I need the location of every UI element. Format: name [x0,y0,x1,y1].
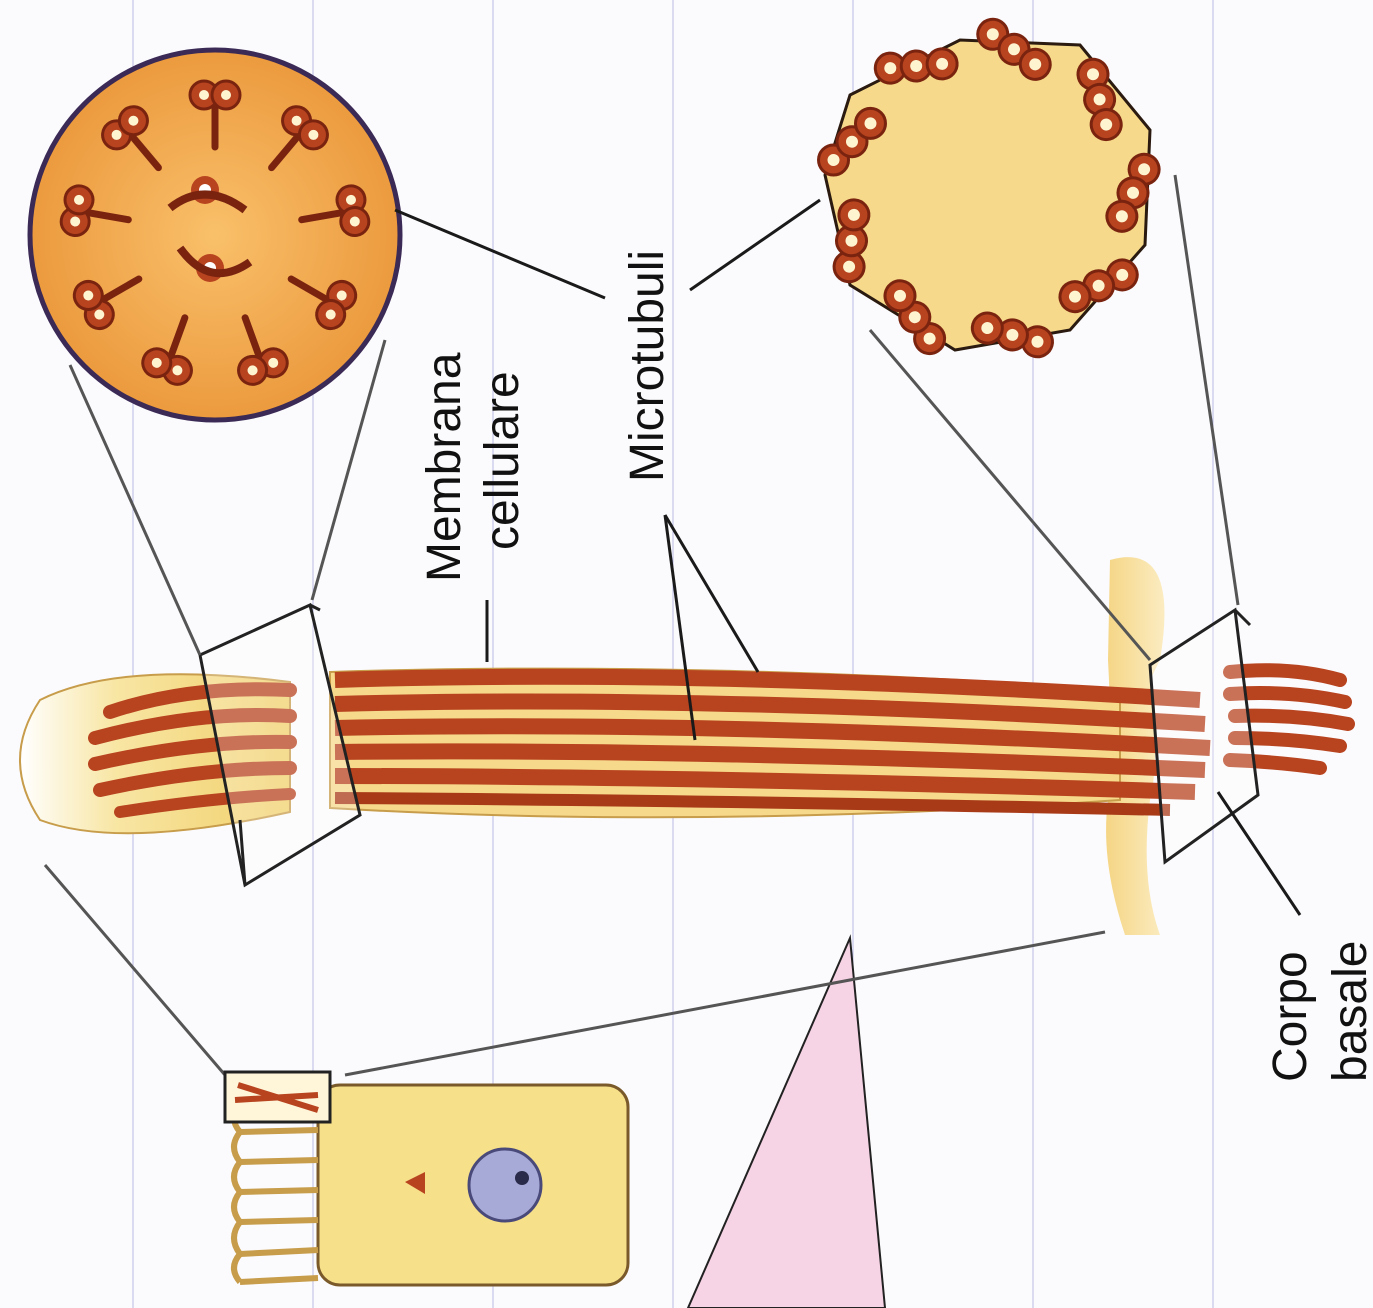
nucleus [469,1149,541,1221]
ciliated-cell [225,1072,628,1285]
label-corpo-line2: basale [1324,941,1373,1082]
label-membrana-line1: Membrana [418,352,471,582]
triplet [833,199,870,283]
label-corpo-basale: Corpo basale [1264,941,1373,1082]
basal-body-cross-section [812,13,1164,360]
label-microtubuli-upper: Microtubuli [621,250,674,482]
axoneme-cross-section [30,50,400,420]
label-membrana-line2: cellulare [476,371,529,550]
section-slab-upper [200,605,360,885]
pink-pointer-triangle [688,938,885,1308]
cilium-shaft [330,669,1210,818]
label-membrana-cellulare: Membrana cellulare [418,352,529,582]
triplet [874,48,958,85]
label-corpo-line1: Corpo [1264,951,1317,1082]
label-microtubuli: Microtubuli [621,250,674,482]
section-slab-lower [1150,610,1258,862]
